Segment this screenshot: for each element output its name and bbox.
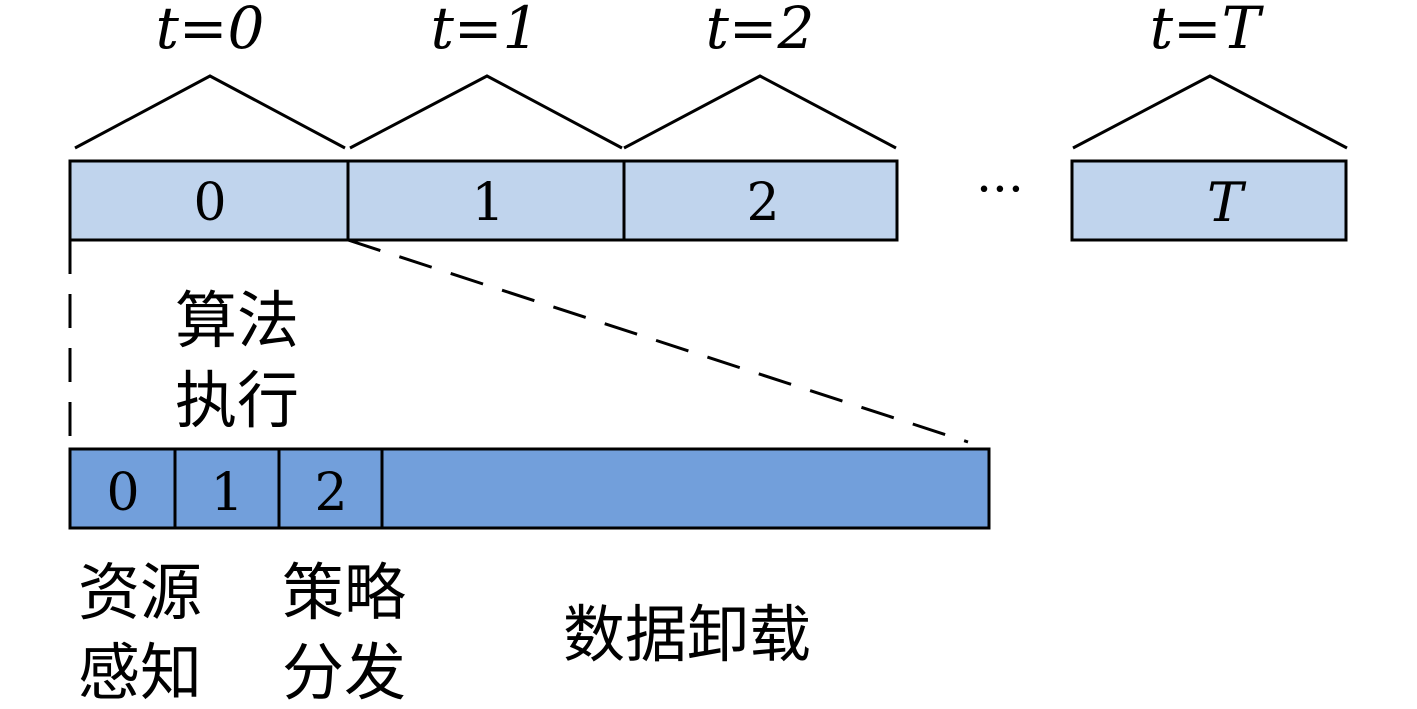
time-slot-block-T	[1070, 159, 1348, 242]
brace-T	[1072, 74, 1348, 150]
brace-2	[623, 74, 897, 150]
expanded-slot-bar	[68, 447, 991, 530]
time-label-0: t=0	[156, 0, 265, 62]
block-label-1: 1	[471, 173, 504, 233]
ellipsis: ···	[976, 160, 1024, 218]
caption-algorithm-line1: 算法	[175, 284, 299, 357]
block-label-2: 2	[746, 173, 779, 233]
block-label-T: T	[1207, 171, 1247, 234]
time-label-1: t=1	[431, 0, 540, 62]
sub-block-label-0: 0	[106, 463, 139, 523]
caption-algorithm-line2: 执行	[175, 364, 299, 437]
time-slot-block-1	[346, 159, 626, 242]
caption-strategy-line1: 策略	[282, 556, 406, 629]
caption-resource-line2: 感知	[78, 636, 202, 709]
time-label-2: t=2	[706, 0, 815, 62]
time-slot-block-0	[68, 159, 350, 242]
zoom-line-right	[347, 238, 969, 444]
block-label-0: 0	[193, 173, 226, 233]
sub-block-label-1: 1	[210, 463, 243, 523]
time-slot-block-2	[622, 159, 899, 242]
caption-data-offload: 数据卸载	[563, 598, 811, 671]
brace-0	[74, 74, 346, 150]
caption-strategy-line2: 分发	[282, 636, 406, 709]
brace-1	[349, 74, 623, 150]
sub-block-label-2: 2	[314, 463, 347, 523]
caption-resource-line1: 资源	[78, 556, 202, 629]
time-label-T: t=T	[1150, 0, 1265, 62]
